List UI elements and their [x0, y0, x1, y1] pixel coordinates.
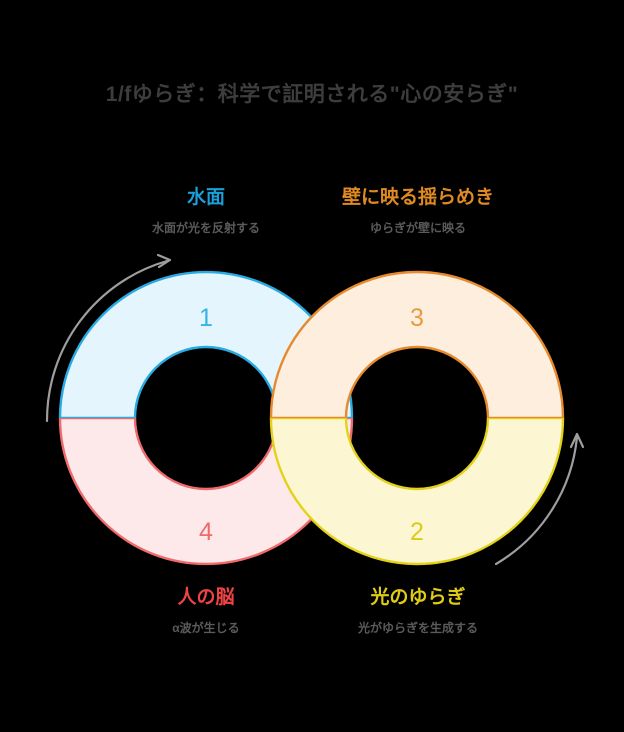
node-desc-wall-shimmer: ゆらぎが壁に映る: [369, 221, 466, 235]
node-label-wall-shimmer: 壁に映る揺らめき ゆらぎが壁に映る: [278, 186, 558, 238]
segment-number-human-brain: 4: [199, 518, 213, 546]
node-title-water-surface: 水面: [186, 187, 225, 208]
donut-segment-wall-shimmer[interactable]: [269, 270, 565, 418]
node-label-water-surface: 水面 水面が光を反射する: [66, 186, 346, 238]
arrow-right-icon: [494, 432, 585, 566]
donut-segment-light-flicker[interactable]: [269, 418, 565, 566]
segment-number-water-surface: 1: [199, 304, 213, 332]
node-label-human-brain: 人の脳 α波が生じる: [66, 586, 346, 638]
arrow-left-icon: [45, 253, 172, 423]
segment-path-wall-shimmer[interactable]: [269, 270, 565, 418]
node-title-wall-shimmer: 壁に映る揺らめき: [341, 187, 494, 208]
node-label-light-flicker: 光のゆらぎ 光がゆらぎを生成する: [278, 586, 558, 638]
node-desc-water-surface: 水面が光を反射する: [151, 221, 260, 235]
page-title: 1/fゆらぎ：科学で証明される"心の安らぎ": [105, 83, 519, 106]
segment-number-wall-shimmer: 3: [410, 304, 424, 332]
segment-path-light-flicker[interactable]: [269, 418, 565, 566]
node-desc-light-flicker: 光がゆらぎを生成する: [357, 621, 478, 635]
node-title-light-flicker: 光のゆらぎ: [370, 587, 466, 608]
segment-number-light-flicker: 2: [410, 518, 424, 546]
node-title-human-brain: 人の脳: [177, 587, 235, 608]
node-desc-human-brain: α波が生じる: [172, 621, 240, 635]
